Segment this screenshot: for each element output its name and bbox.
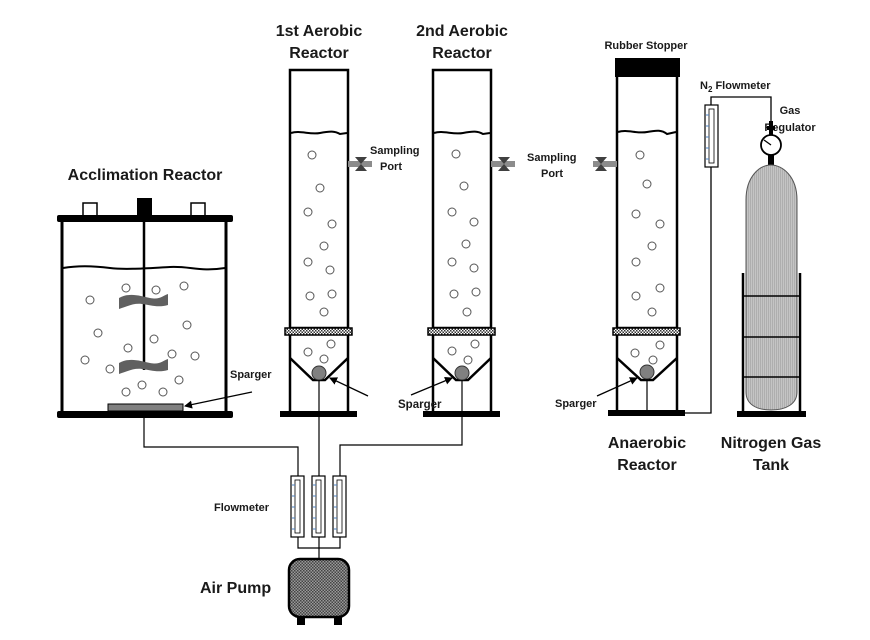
reactor-base [57, 411, 233, 418]
anaerobic-reactor-label-line1: Anaerobic [608, 435, 686, 452]
anaerobic-reactor-label-line2: Reactor [617, 457, 677, 474]
aerobic-reactor-2-label-line1: 2nd Aerobic [416, 23, 508, 40]
sparger-ball [311, 365, 327, 381]
acclimation-reactor: Acclimation Reactor Sparger [57, 167, 272, 418]
air-distribution [143, 417, 463, 559]
air-bubbles-lower [447, 339, 480, 365]
air-flowmeters: Flowmeter [214, 475, 347, 538]
aerobic-reactor-1: 1st Aerobic Reactor Sampling Port [276, 23, 420, 417]
nitrogen-gas-line: N2 Flowmeter Gas Regulator [685, 80, 816, 414]
tank-cylinder [745, 164, 798, 411]
sparger-arrow-1 [329, 377, 369, 397]
mesh-support [284, 327, 353, 336]
nitrogen-gas-tank: Nitrogen Gas Tank [721, 164, 822, 474]
aerobic-reactor-2: 2nd Aerobic Reactor Sampling Port Sparge… [329, 23, 577, 417]
reactor-lid [57, 215, 233, 222]
pump-foot-right [334, 617, 342, 625]
lid-port-right [190, 202, 206, 217]
pump-body [287, 557, 351, 619]
impeller-blade-upper [119, 294, 168, 309]
gas-tubing-top [710, 96, 772, 126]
column-base [280, 411, 357, 417]
rubber-stopper-label: Rubber Stopper [604, 40, 688, 52]
water-surface [433, 130, 491, 136]
anaerobic-reactor: Rubber Stopper Sparger Anaerobic Reactor [555, 40, 688, 474]
mesh-support [427, 327, 496, 336]
sparger-arrow [184, 391, 253, 409]
sparger-label: Sparger [230, 369, 272, 381]
sparger-plate [107, 403, 184, 412]
air-bubbles-lower [303, 339, 336, 364]
sparger-arrow-2 [410, 376, 453, 396]
motor-block [137, 198, 152, 216]
sparger-label: Sparger [398, 399, 442, 411]
air-tube-aerobic-2 [339, 417, 463, 476]
air-bubbles [631, 150, 665, 317]
flowmeter-label: Flowmeter [214, 502, 270, 514]
gas-regulator-label-line1: Gas [780, 105, 801, 117]
tank-base [737, 411, 806, 417]
n2-flowmeter [704, 104, 719, 168]
air-bubbles [80, 281, 200, 397]
tank-holder-cage [741, 273, 802, 412]
air-pump: Air Pump [200, 557, 351, 625]
sampling-valve[interactable] [348, 157, 372, 171]
flowmeter-1 [290, 475, 305, 538]
sampling-port-label-line2: Port [380, 161, 402, 173]
water-surface [617, 129, 677, 136]
sampling-port-label-line1: Sampling [527, 152, 577, 164]
air-bubbles [447, 149, 481, 317]
air-tube-acclimation [143, 418, 299, 476]
aerobic-reactor-2-label-line2: Reactor [432, 45, 492, 62]
impeller-blade-lower [119, 359, 168, 374]
water-surface [290, 130, 348, 136]
column-base [423, 411, 500, 417]
air-bubbles-lower [630, 340, 665, 365]
column-body [288, 68, 350, 330]
sampling-port-label-line2: Port [541, 168, 563, 180]
n2-flowmeter-label: N2 Flowmeter [700, 80, 771, 94]
air-pump-label: Air Pump [200, 580, 271, 597]
column-body [431, 68, 493, 330]
gas-tubing-bottom [685, 167, 712, 414]
air-bubbles [303, 150, 337, 317]
column-body [615, 70, 679, 330]
pump-foot-left [297, 617, 305, 625]
sampling-valve[interactable] [593, 157, 617, 171]
water-surface [62, 265, 226, 271]
sparger-label: Sparger [555, 398, 597, 410]
nitrogen-tank-label-line1: Nitrogen Gas [721, 435, 822, 452]
column-base [608, 410, 685, 416]
sampling-valve[interactable] [491, 157, 515, 171]
mesh-support [612, 327, 681, 336]
gas-regulator[interactable] [760, 121, 782, 166]
aerobic-reactor-1-label-line1: 1st Aerobic [276, 23, 363, 40]
flowmeter-3 [332, 475, 347, 538]
lid-port-left [82, 202, 98, 217]
sparger-arrow [596, 377, 638, 397]
acclimation-reactor-label: Acclimation Reactor [68, 167, 223, 184]
flowmeter-2 [311, 475, 326, 538]
aerobic-reactor-1-label-line2: Reactor [289, 45, 349, 62]
nitrogen-tank-label-line2: Tank [753, 457, 789, 474]
rubber-stopper-cap [615, 58, 680, 77]
sampling-port-label-line1: Sampling [370, 145, 420, 157]
sparger-ball [454, 365, 470, 381]
gas-regulator-label-line2: Regulator [764, 122, 816, 134]
sparger-ball [639, 364, 655, 380]
